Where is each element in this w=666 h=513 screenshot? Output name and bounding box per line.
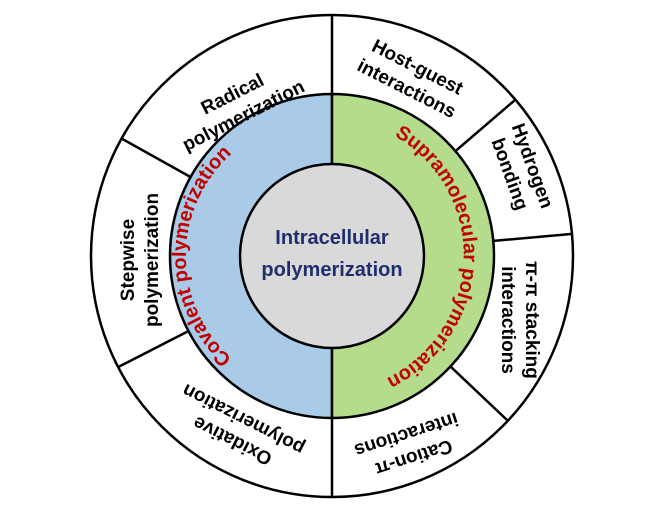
segment-dividers xyxy=(116,15,572,497)
segment-pi-pi: π-π stacking interactions xyxy=(497,261,542,379)
stepwise-line2: polymerization xyxy=(142,193,163,327)
center-title-line2: polymerization xyxy=(261,259,402,281)
pi-pi-line1: π-π stacking xyxy=(521,261,542,379)
center-circle xyxy=(238,162,426,350)
stepwise-line1: Stepwise xyxy=(118,219,139,301)
pi-pi-line2: interactions xyxy=(497,266,518,374)
segment-stepwise: Stepwise polymerization xyxy=(118,193,163,327)
center-title-line1: Intracellular xyxy=(275,227,389,249)
